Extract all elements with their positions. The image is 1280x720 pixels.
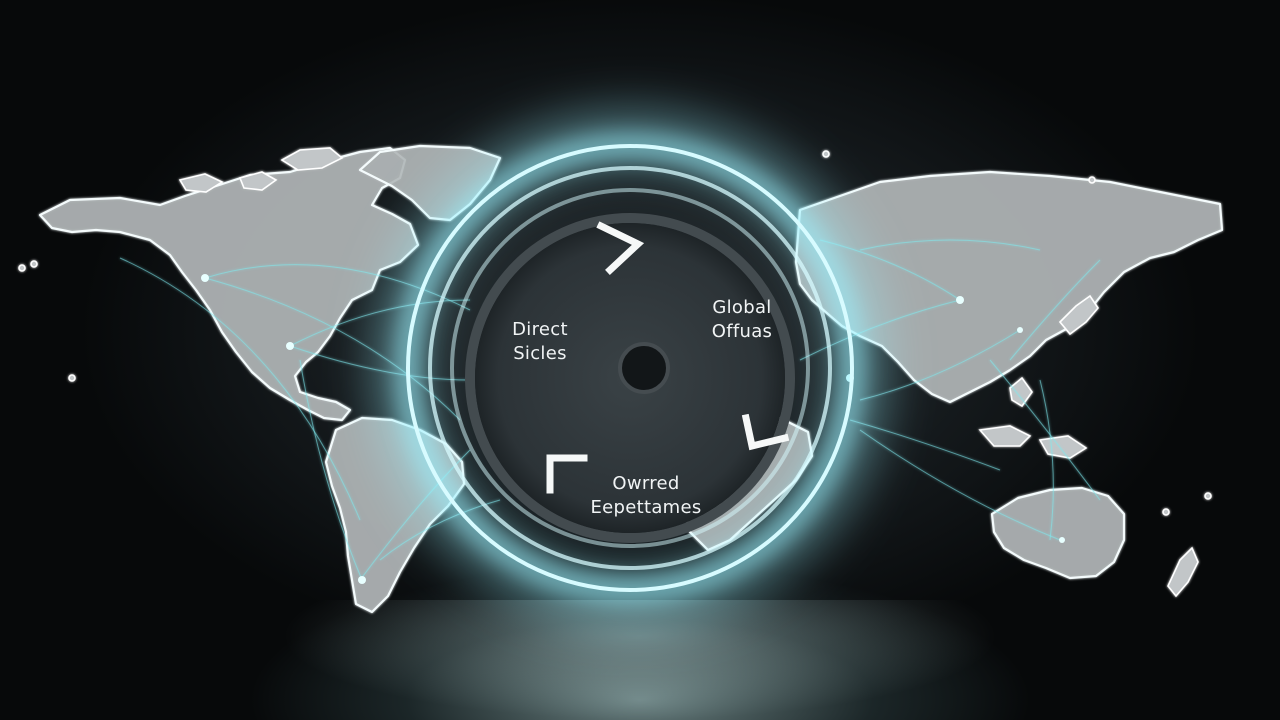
island-dot	[68, 374, 76, 382]
label-global-offuas: Global Offuas	[676, 296, 808, 344]
label-line: Offuas	[711, 321, 773, 342]
label-line: Owrred	[612, 473, 680, 494]
island-japan	[1058, 294, 1100, 336]
cycle-arrows	[546, 221, 790, 494]
label-line: Eepettames	[590, 497, 702, 518]
island-new-zealand	[1167, 546, 1199, 598]
chevron-right-icon	[596, 221, 645, 275]
island-dot	[1204, 492, 1212, 500]
label-line: Global	[712, 297, 772, 318]
label-owrred-eepettames: Owrred Eepettames	[572, 472, 720, 520]
label-direct-sicles: Direct Sicles	[478, 318, 602, 366]
label-line: Direct	[512, 319, 568, 340]
island-dot	[18, 264, 26, 272]
island-dot	[1088, 176, 1096, 184]
arctic-islands-2	[178, 173, 224, 193]
islands-indonesia	[978, 425, 1032, 447]
arctic-islands-3	[238, 171, 278, 191]
center-hub	[618, 342, 670, 394]
islands-indonesia-2	[1038, 435, 1088, 459]
continent-north-america	[38, 146, 420, 422]
chevron-up-left-icon	[546, 454, 588, 494]
label-line: Sicles	[513, 343, 567, 364]
route-nodes	[201, 274, 1065, 584]
chevron-down-left-icon	[741, 413, 790, 451]
island-dot	[1162, 508, 1170, 516]
glowing-ring	[370, 108, 890, 628]
island-dot	[822, 150, 830, 158]
islands-philippines	[1009, 376, 1033, 408]
continent-australia	[990, 486, 1126, 580]
arctic-islands	[280, 147, 344, 171]
island-dot	[30, 260, 38, 268]
